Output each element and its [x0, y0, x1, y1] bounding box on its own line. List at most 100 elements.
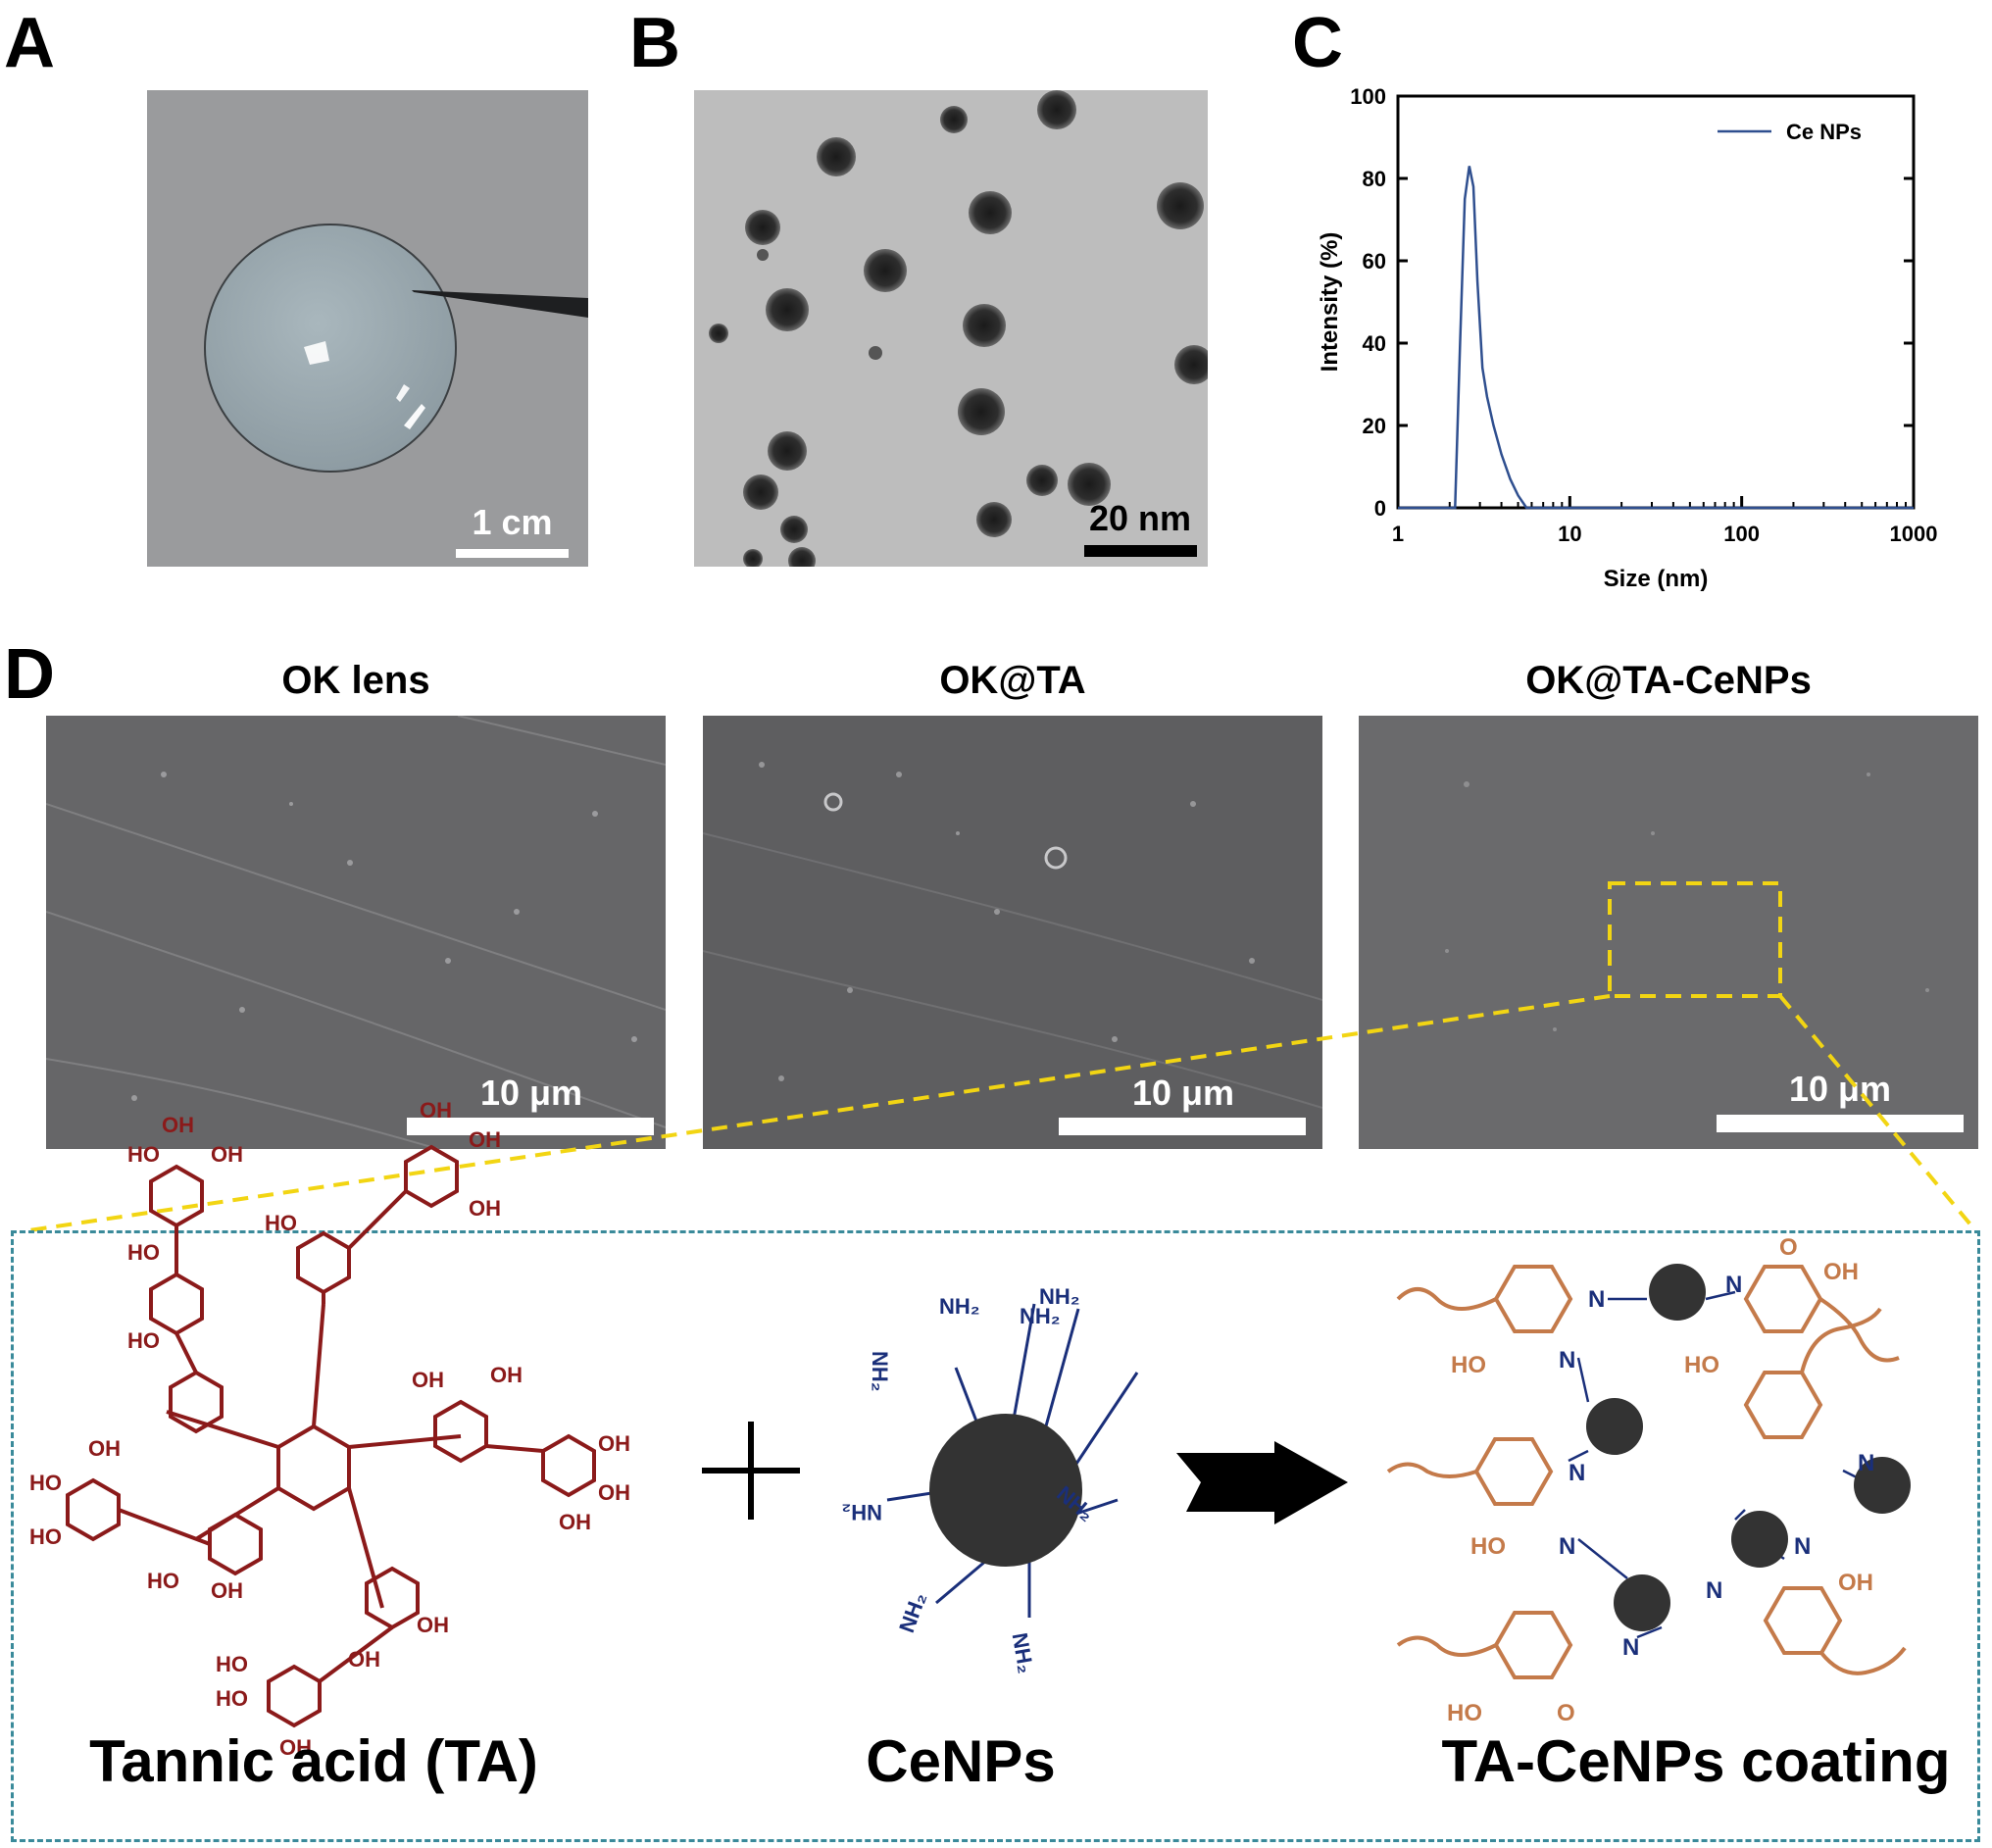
svg-text:OH: OH — [1823, 1259, 1859, 1285]
svg-text:N: N — [1706, 1577, 1722, 1604]
svg-text:N: N — [1559, 1533, 1575, 1560]
reaction-arrow — [1176, 1441, 1348, 1524]
sem-title-ok-ta: OK@TA — [939, 659, 1086, 702]
svg-text:N: N — [1858, 1450, 1874, 1476]
lens-photo: 1 cm — [147, 90, 588, 567]
panel-label-c: C — [1292, 4, 1343, 82]
svg-text:HO: HO — [1470, 1533, 1506, 1560]
svg-text:N: N — [1622, 1634, 1639, 1661]
svg-text:OH: OH — [490, 1363, 523, 1387]
panel-label-b: B — [629, 4, 680, 82]
panel-label-a: A — [4, 4, 55, 82]
scalebar-20nm — [1084, 545, 1197, 557]
sem-scalebar — [1059, 1118, 1306, 1135]
svg-text:OH: OH — [348, 1647, 380, 1672]
svg-text:O: O — [1779, 1234, 1798, 1261]
tem-illustration — [709, 90, 1208, 567]
legend-label: Ce NPs — [1786, 120, 1862, 144]
schematic-frame — [11, 1230, 1980, 1842]
svg-text:OH: OH — [469, 1196, 501, 1221]
svg-text:HO: HO — [127, 1240, 160, 1265]
svg-text:NH₂: NH₂ — [868, 1351, 892, 1392]
svg-text:OH: OH — [469, 1127, 501, 1152]
sem-scalebar — [407, 1118, 654, 1135]
y-tick-label: 20 — [1363, 414, 1386, 438]
svg-text:OH: OH — [412, 1368, 444, 1392]
svg-text:HO: HO — [216, 1686, 248, 1711]
svg-text:HO: HO — [1451, 1352, 1486, 1378]
zoom-region-box — [1608, 881, 1782, 998]
svg-text:HO: HO — [127, 1142, 160, 1167]
svg-text:OH: OH — [211, 1578, 243, 1603]
sem-texture — [46, 716, 666, 1149]
svg-text:N: N — [1559, 1347, 1575, 1374]
x-tick-label: 1 — [1392, 522, 1404, 546]
plus-sign — [702, 1422, 800, 1520]
svg-text:OH: OH — [88, 1436, 121, 1461]
svg-text:OH: OH — [598, 1431, 630, 1456]
sem-image-ok-lens: 10 μm — [46, 716, 666, 1149]
svg-text:OH: OH — [279, 1735, 312, 1760]
sem-title-ok-lens: OK lens — [281, 659, 430, 702]
x-tick-label: 100 — [1723, 522, 1760, 546]
series-line — [1398, 166, 1914, 510]
svg-text:N: N — [1725, 1272, 1742, 1298]
svg-text:HO: HO — [1447, 1700, 1482, 1726]
y-tick-label: 60 — [1363, 249, 1386, 274]
lens-highlight — [404, 404, 425, 429]
sem-image-ok-ta-cenps: 10 μm — [1359, 716, 1978, 1149]
svg-text:O: O — [1557, 1700, 1575, 1726]
scalebar-1cm — [456, 549, 569, 558]
y-tick-label: 80 — [1363, 167, 1386, 191]
svg-text:OH: OH — [559, 1510, 591, 1534]
scalebar-label-b: 20 nm — [1088, 498, 1192, 538]
label-cenps: CeNPs — [866, 1728, 1056, 1794]
label-tannic-acid: Tannic acid (TA) — [89, 1728, 538, 1794]
y-axis-label: Intensity (%) — [1317, 232, 1343, 373]
svg-text:HO: HO — [216, 1652, 248, 1676]
svg-text:NH₂: NH₂ — [1039, 1284, 1080, 1309]
sem-scalebar-label: 10 μm — [1131, 1073, 1235, 1113]
sem-title-ok-ta-cenps: OK@TA-CeNPs — [1525, 659, 1812, 702]
zoom-line-left — [28, 994, 1611, 1232]
svg-text:NH₂: NH₂ — [1020, 1304, 1061, 1328]
lens-highlight — [304, 341, 329, 365]
svg-text:HO: HO — [29, 1471, 62, 1495]
y-tick-label: 0 — [1374, 496, 1386, 521]
svg-text:HO: HO — [127, 1328, 160, 1353]
nanoparticles — [709, 90, 1208, 567]
tweezers — [412, 290, 588, 318]
svg-text:NH₂: NH₂ — [841, 1500, 882, 1524]
sem-texture — [1445, 773, 1929, 1031]
x-axis-label: Size (nm) — [1604, 566, 1709, 592]
svg-text:N: N — [1569, 1460, 1585, 1486]
svg-text:NH₂: NH₂ — [894, 1589, 931, 1636]
sem-image-ok-ta: 10 μm — [703, 716, 1322, 1149]
svg-text:OH: OH — [417, 1613, 449, 1637]
cenp-particle: NH₂ NH₂ NH₂ NH₂ NH₂ NH₂ NH₂ NH₂ — [841, 1284, 1139, 1675]
svg-text:OH: OH — [598, 1480, 630, 1505]
sem-scalebar — [1717, 1115, 1964, 1132]
svg-text:HO: HO — [29, 1524, 62, 1549]
coating-particles — [1586, 1264, 1911, 1631]
tannic-acid-groups: HO OH OH OH OH OH HO HO HO OH OH OH OH O… — [29, 1098, 630, 1760]
svg-text:NH₂: NH₂ — [1008, 1630, 1039, 1674]
lens-photo-illustration — [204, 224, 588, 473]
svg-text:N: N — [1794, 1533, 1811, 1560]
svg-text:OH: OH — [211, 1142, 243, 1167]
tannic-acid-structure — [66, 1144, 596, 1728]
svg-text:NH₂: NH₂ — [939, 1294, 980, 1319]
svg-text:OH: OH — [162, 1113, 194, 1137]
y-tick-label: 40 — [1363, 331, 1386, 356]
svg-text:N: N — [1588, 1286, 1605, 1313]
panel-label-d: D — [4, 635, 55, 714]
lens-highlight — [396, 384, 410, 402]
svg-text:HO: HO — [1684, 1352, 1719, 1378]
svg-text:HO: HO — [147, 1569, 179, 1593]
sem-scalebar-label: 10 μm — [479, 1073, 583, 1113]
scalebar-label-a: 1 cm — [472, 502, 553, 542]
contact-lens — [204, 224, 457, 473]
